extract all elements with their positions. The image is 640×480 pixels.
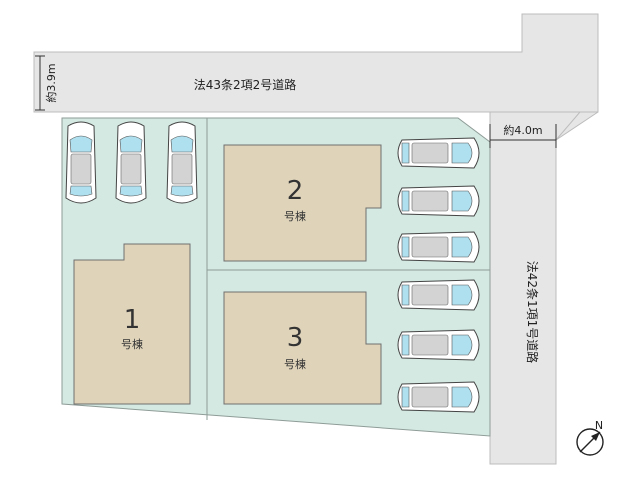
north-dim-label: 約3.9m [44,63,58,102]
compass-icon: N [576,419,604,456]
house-1 [73,243,191,405]
parked-car [397,185,480,217]
house-3 [223,291,382,405]
house-3-number: 3 [287,323,304,353]
house-2-label: 号棟 [284,209,306,223]
north-road-name: 法43条2項2号道路 [194,77,297,92]
parked-car [65,121,97,204]
north-road-cap [35,53,597,111]
parked-car [397,279,480,311]
parked-car [397,231,480,263]
house-1-label: 号棟 [121,337,143,351]
parked-car [115,121,147,204]
parked-car [397,381,480,413]
parked-car [397,137,480,169]
parked-car [166,121,198,204]
parked-car [397,329,480,361]
east-road-strip [489,139,557,465]
compass-north-label: N [595,419,603,432]
house-2 [223,144,382,262]
house-1-number: 1 [124,305,141,335]
house-3-label: 号棟 [284,357,306,371]
east-road-name: 法42条1項1号道路 [525,261,540,364]
east-dim-label: 約4.0m [503,123,542,137]
house-2-number: 2 [287,176,304,206]
